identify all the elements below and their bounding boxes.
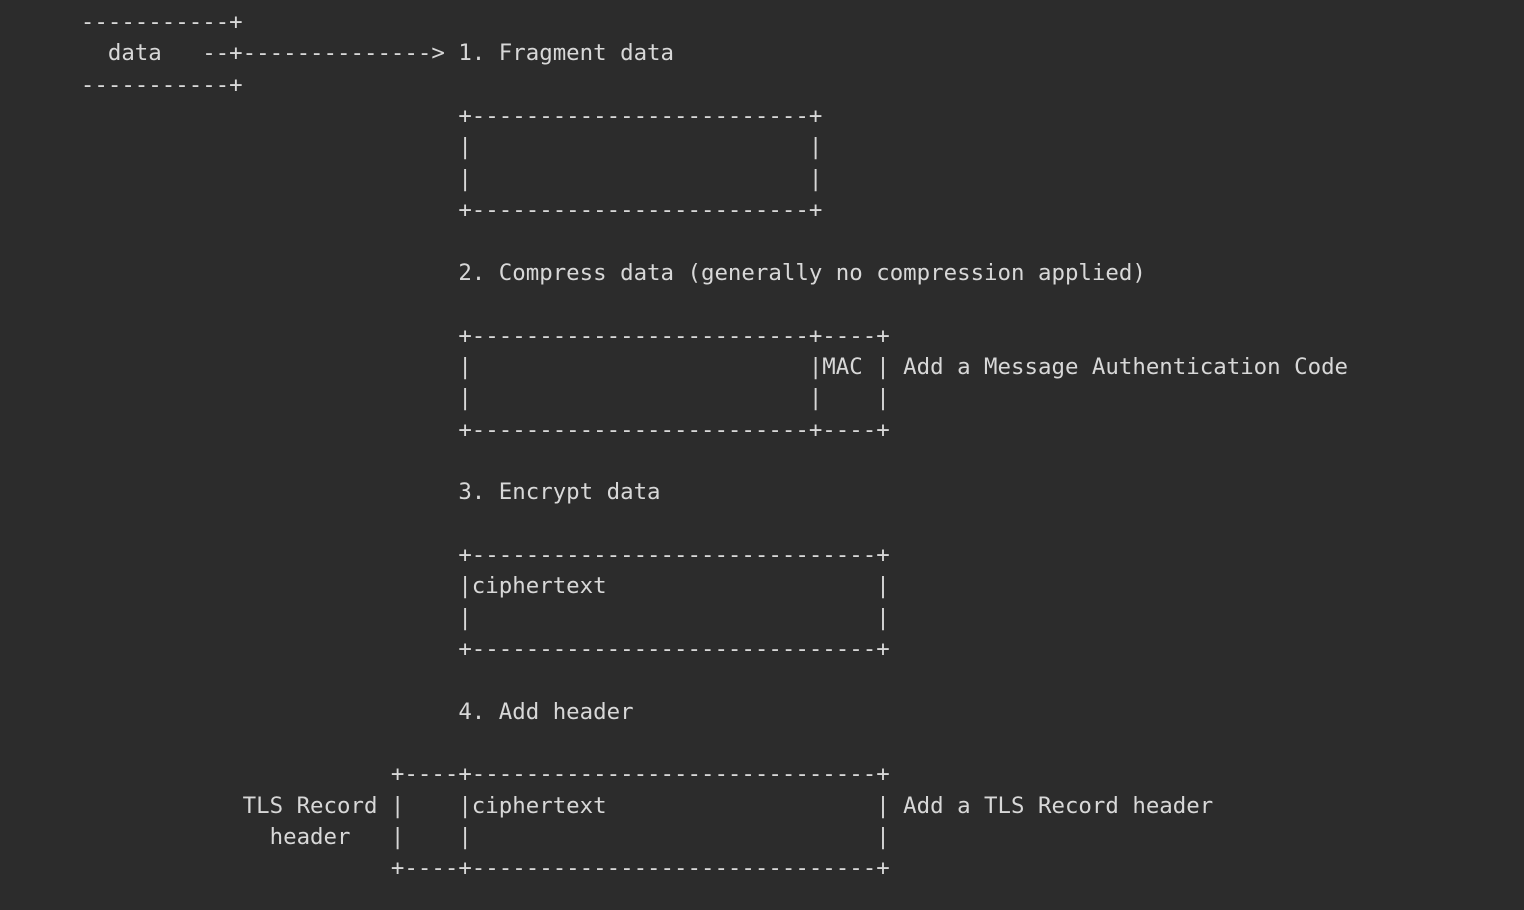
- ciphertext-box-line: |ciphertext |: [0, 573, 890, 600]
- record-box-line: TLS Record | |ciphertext | Add a TLS Rec…: [0, 792, 1214, 819]
- mac-box-line: | | |: [0, 385, 890, 412]
- mac-box-line: | |MAC | Add a Message Authentication Co…: [0, 353, 1349, 380]
- record-box-line: +----+------------------------------+: [0, 761, 890, 788]
- record-box-line: header | | |: [0, 824, 890, 851]
- fragment-box-line: | |: [0, 165, 823, 192]
- encrypt-step-label: 3. Encrypt data: [0, 479, 661, 506]
- ciphertext-box-line: | |: [0, 604, 890, 631]
- data-arrow-line: data --+--------------> 1. Fragment data: [0, 40, 675, 67]
- fragment-box-line: +-------------------------+: [0, 197, 823, 224]
- compress-step-label: 2. Compress data (generally no compressi…: [0, 259, 1146, 286]
- fragment-box-line: | |: [0, 134, 823, 161]
- mac-box-line: +-------------------------+----+: [0, 322, 890, 349]
- fragment-box-line: +-------------------------+: [0, 103, 823, 130]
- ciphertext-box-line: +------------------------------+: [0, 636, 890, 662]
- ciphertext-box-line: +------------------------------+: [0, 541, 890, 568]
- record-box-line: +----+------------------------------+: [0, 855, 890, 882]
- diagram-line: -----------+: [0, 71, 243, 98]
- header-step-label: 4. Add header: [0, 698, 634, 725]
- diagram-line: -----------+: [0, 9, 243, 35]
- mac-box-line: +-------------------------+----+: [0, 416, 890, 443]
